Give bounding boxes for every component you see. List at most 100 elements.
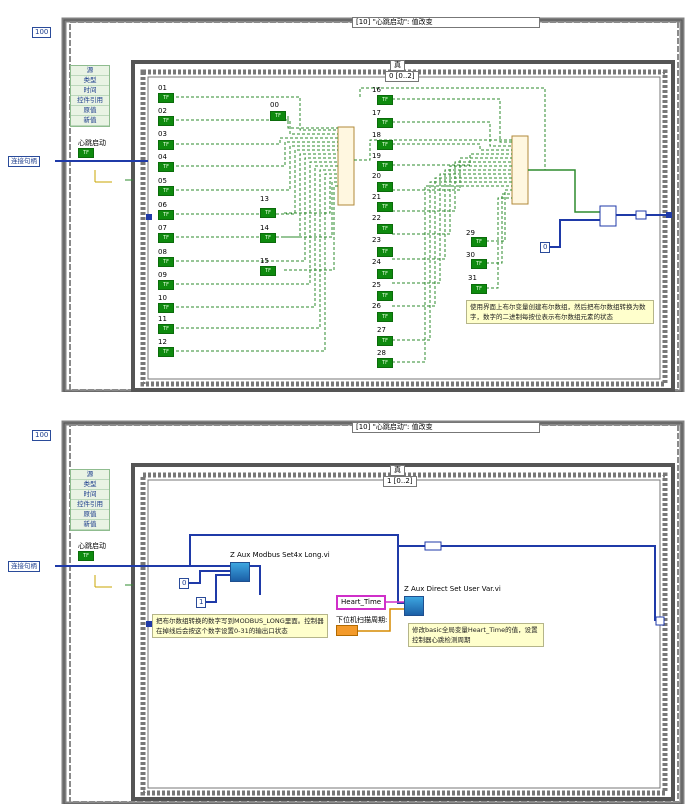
event-item-type: 类型 [71,76,109,86]
free-label-comment: 使用界面上布尔变量创建布尔数组，然后把布尔数组转换为数字，数字的二进制每按位表示… [466,300,654,324]
bool-label-10: 10 [158,294,167,302]
bool-label-14: 14 [260,224,269,232]
event-data-node-2: 源 类型 时间 控件引用 原值 新值 [70,469,110,531]
bool-label-31: 31 [468,274,477,282]
direct-set-user-var-vi[interactable] [404,596,424,616]
event-case-selector[interactable]: [10] "心跳启动": 值改变 [352,17,540,28]
event-item-ctlref: 控件引用 [71,500,109,510]
bool-label-11: 11 [158,315,167,323]
modbus-set4x-long-vi[interactable] [230,562,250,582]
bool-label-12: 12 [158,338,167,346]
event-item-time: 时间 [71,86,109,96]
bool-terminal-29[interactable]: TF [471,237,487,247]
bool-label-25: 25 [372,281,381,289]
bool-label-13: 13 [260,195,269,203]
bool-label-07: 07 [158,224,167,232]
modbus-count-constant[interactable]: 1 [196,597,207,608]
period-label: 下位机扫描周期: [336,616,388,624]
bool-terminal-03[interactable]: TF [158,140,174,150]
bool-label-00: 00 [270,101,279,109]
bool-terminal-18[interactable]: TF [377,140,393,150]
bool-label-18: 18 [372,131,381,139]
event-item-newval: 新值 [71,116,109,126]
sequence-frame-selector[interactable]: 0 [0..2] [385,71,419,82]
free-label-comment-right: 修改basic全局变量Heart_Time的值，设置控制器心跳检测周期 [408,623,544,647]
event-item-source: 源 [71,66,109,76]
bool-terminal-06[interactable]: TF [158,210,174,220]
zero-constant[interactable]: 0 [540,242,551,253]
bool-terminal-02[interactable]: TF [158,116,174,126]
bool-label-27: 27 [377,326,386,334]
bool-terminal-25[interactable]: TF [377,291,393,301]
screenshot-divider [0,392,687,403]
bool-terminal-09[interactable]: TF [158,280,174,290]
modbus-vi-label: Z Aux Modbus Set4x Long.vi [230,551,330,559]
modbus-address-constant[interactable]: 0 [179,578,190,589]
bool-terminal-23[interactable]: TF [377,247,393,257]
loop-count-constant[interactable]: 100 [32,27,52,38]
direct-set-vi-label: Z Aux Direct Set User Var.vi [404,585,501,593]
bool-terminal-05[interactable]: TF [158,186,174,196]
bool-terminal-17[interactable]: TF [377,118,393,128]
bool-terminal-16[interactable]: TF [377,95,393,105]
bool-terminal-11[interactable]: TF [158,324,174,334]
bool-label-05: 05 [158,177,167,185]
bool-terminal-31[interactable]: TF [471,284,487,294]
bool-terminal-27[interactable]: TF [377,336,393,346]
bool-label-04: 04 [158,153,167,161]
bool-label-20: 20 [372,172,381,180]
event-case-selector-2[interactable]: [10] "心跳启动": 值改变 [352,422,540,433]
bool-label-28: 28 [377,349,386,357]
bool-label-06: 06 [158,201,167,209]
bool-terminal-10[interactable]: TF [158,303,174,313]
bool-terminal-21[interactable]: TF [377,202,393,212]
heartbeat-label: 心跳启动 [78,139,106,147]
sequence-frame-selector-2[interactable]: 1 [0..2] [383,476,417,487]
event-item-time: 时间 [71,490,109,500]
bool-label-08: 08 [158,248,167,256]
event-item-type: 类型 [71,480,109,490]
bool-terminal-04[interactable]: TF [158,162,174,172]
bool-terminal-20[interactable]: TF [377,182,393,192]
bool-label-30: 30 [466,251,475,259]
bool-terminal-00[interactable]: TF [270,111,286,121]
bool-terminal-13[interactable]: TF [260,208,276,218]
bool-terminal-26[interactable]: TF [377,312,393,322]
case-structure-selector-2[interactable]: 真 [390,465,405,476]
loop-count-constant-2[interactable]: 100 [32,430,52,441]
bool-terminal-28[interactable]: TF [377,358,393,368]
bool-label-22: 22 [372,214,381,222]
event-data-node: 源 类型 时间 控件引用 原值 新值 [70,65,110,127]
connection-handle-terminal-2[interactable]: 连接句柄 [8,561,40,572]
panel1-wires [55,17,685,392]
bool-label-23: 23 [372,236,381,244]
heartbeat-terminal-2[interactable]: TF [78,551,94,561]
block-diagram-panel-sequence-0: 100 [10] "心跳启动": 值改变 真 0 [0..2] 连接句柄 源 类… [0,0,687,392]
bool-terminal-15[interactable]: TF [260,266,276,276]
bool-terminal-12[interactable]: TF [158,347,174,357]
bool-terminal-14[interactable]: TF [260,233,276,243]
bool-terminal-07[interactable]: TF [158,233,174,243]
connection-handle-terminal[interactable]: 连接句柄 [8,156,40,167]
event-item-ctlref: 控件引用 [71,96,109,106]
event-item-oldval: 原值 [71,106,109,116]
bool-terminal-08[interactable]: TF [158,257,174,267]
event-item-newval: 新值 [71,520,109,530]
free-label-comment-left: 把布尔数组转换的数字写到MODBUS_LONG里面。控制器在掉线后会按这个数字设… [152,614,328,638]
bool-label-21: 21 [372,193,381,201]
bool-label-02: 02 [158,107,167,115]
heart-time-string-constant[interactable]: Heart_Time [336,595,387,610]
bool-label-26: 26 [372,302,381,310]
bool-terminal-30[interactable]: TF [471,259,487,269]
heartbeat-terminal[interactable]: TF [78,148,94,158]
bool-label-17: 17 [372,109,381,117]
bool-terminal-22[interactable]: TF [377,224,393,234]
heartbeat-label-2: 心跳启动 [78,542,106,550]
bool-terminal-01[interactable]: TF [158,93,174,103]
bool-label-19: 19 [372,152,381,160]
bool-terminal-24[interactable]: TF [377,269,393,279]
bool-terminal-19[interactable]: TF [377,161,393,171]
period-control-terminal[interactable] [336,625,358,636]
bool-label-09: 09 [158,271,167,279]
case-structure-selector[interactable]: 真 [390,60,405,71]
